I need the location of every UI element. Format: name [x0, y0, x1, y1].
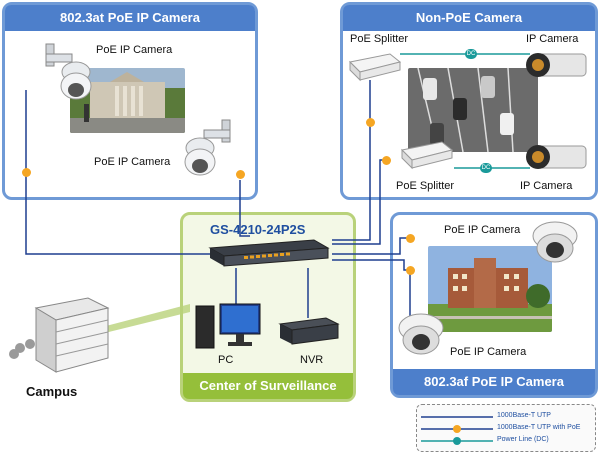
- legend-label: 1000Base-T UTP: [497, 412, 551, 419]
- splitter1-label: PoE Splitter: [350, 33, 409, 45]
- dome-camera-icon: [530, 218, 580, 271]
- ip-camera-icon: [524, 140, 590, 179]
- ptz-camera-icon: [42, 42, 92, 107]
- campus-building-photo: [428, 246, 552, 332]
- nvr-icon: [276, 316, 340, 351]
- ptz-camera-icon: [184, 118, 234, 183]
- panel-802-3at: 802.3at PoE IP Camera: [2, 2, 258, 200]
- panel-802-3at-title: 802.3at PoE IP Camera: [5, 5, 255, 31]
- switch-icon: [204, 238, 332, 277]
- poe-badge: [406, 234, 415, 243]
- campus-building-icon: [8, 292, 118, 383]
- poe-af-camera2-label: PoE IP Camera: [450, 346, 527, 358]
- pc-icon: [194, 300, 264, 357]
- legend: 1000Base-T UTP 1000Base-T UTP with PoE P…: [416, 404, 596, 452]
- dc-badge: DC: [480, 163, 492, 173]
- poe-splitter-icon: [346, 50, 402, 87]
- legend-label: 1000Base-T UTP with PoE: [497, 424, 581, 431]
- poe-at-camera1-label: PoE IP Camera: [96, 44, 173, 56]
- poe-badge: [382, 156, 391, 165]
- poe-badge: [236, 170, 245, 179]
- ip-camera-icon: [524, 48, 590, 87]
- legend-label: Power Line (DC): [497, 436, 549, 443]
- building-photo: [70, 68, 185, 133]
- poe-badge: [366, 118, 375, 127]
- dome-camera-icon: [396, 312, 446, 365]
- panel-center-of-surveillance: Center of Surveillance: [180, 212, 356, 402]
- poe-at-camera2-label: PoE IP Camera: [94, 156, 171, 168]
- dc-badge: DC: [465, 49, 477, 59]
- nvr-label: NVR: [300, 354, 324, 366]
- poe-badge: [22, 168, 31, 177]
- pc-label: PC: [218, 354, 234, 366]
- legend-item: Power Line (DC): [417, 435, 595, 447]
- parking-lot-photo: [408, 68, 538, 152]
- non-poe-camera2-label: IP Camera: [520, 180, 573, 192]
- poe-splitter-icon: [398, 138, 454, 175]
- poe-af-camera1-label: PoE IP Camera: [444, 224, 521, 236]
- legend-item: 1000Base-T UTP with PoE: [417, 423, 595, 435]
- panel-non-poe-title: Non-PoE Camera: [343, 5, 595, 31]
- poe-badge: [406, 266, 415, 275]
- switch-model-title: GS-4210-24P2S: [210, 222, 306, 237]
- non-poe-camera1-label: IP Camera: [526, 33, 579, 45]
- legend-item: 1000Base-T UTP: [417, 411, 595, 423]
- panel-center-footer: Center of Surveillance: [183, 373, 353, 399]
- splitter2-label: PoE Splitter: [396, 180, 455, 192]
- campus-label: Campus: [26, 384, 78, 399]
- panel-802-3af-title: 802.3af PoE IP Camera: [393, 369, 595, 395]
